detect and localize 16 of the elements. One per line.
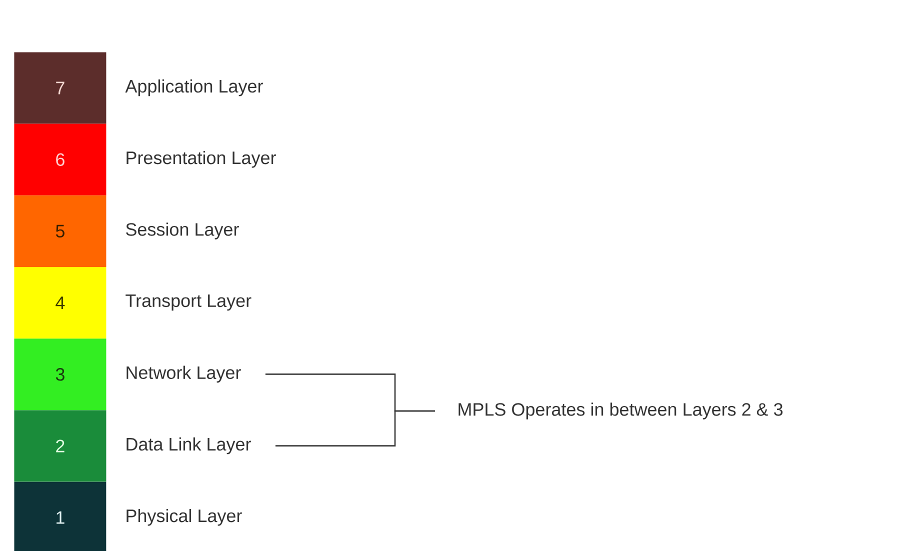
layer-box: 6 [14,124,106,196]
layer-label: Network Layer [126,366,241,383]
layer-label: MPLS Operates in between Layers 2 & 3 [458,402,783,420]
layer-label: Session Layer [126,222,239,240]
layer-box: 1 [14,482,106,551]
layer-box: 3 [14,338,106,410]
layer-box: 7 [14,52,106,124]
layer-box: 5 [14,195,106,267]
layer-label: Application Layer [125,79,263,96]
layer-box: 4 [14,267,106,339]
layer-box: 2 [14,410,106,482]
layer-label: Presentation Layer [126,151,276,168]
layer-label: Physical Layer [126,509,242,526]
layer-label: Data Link Layer [126,437,251,454]
bracket-line [275,410,435,446]
layer-label: Transport Layer [126,294,252,311]
